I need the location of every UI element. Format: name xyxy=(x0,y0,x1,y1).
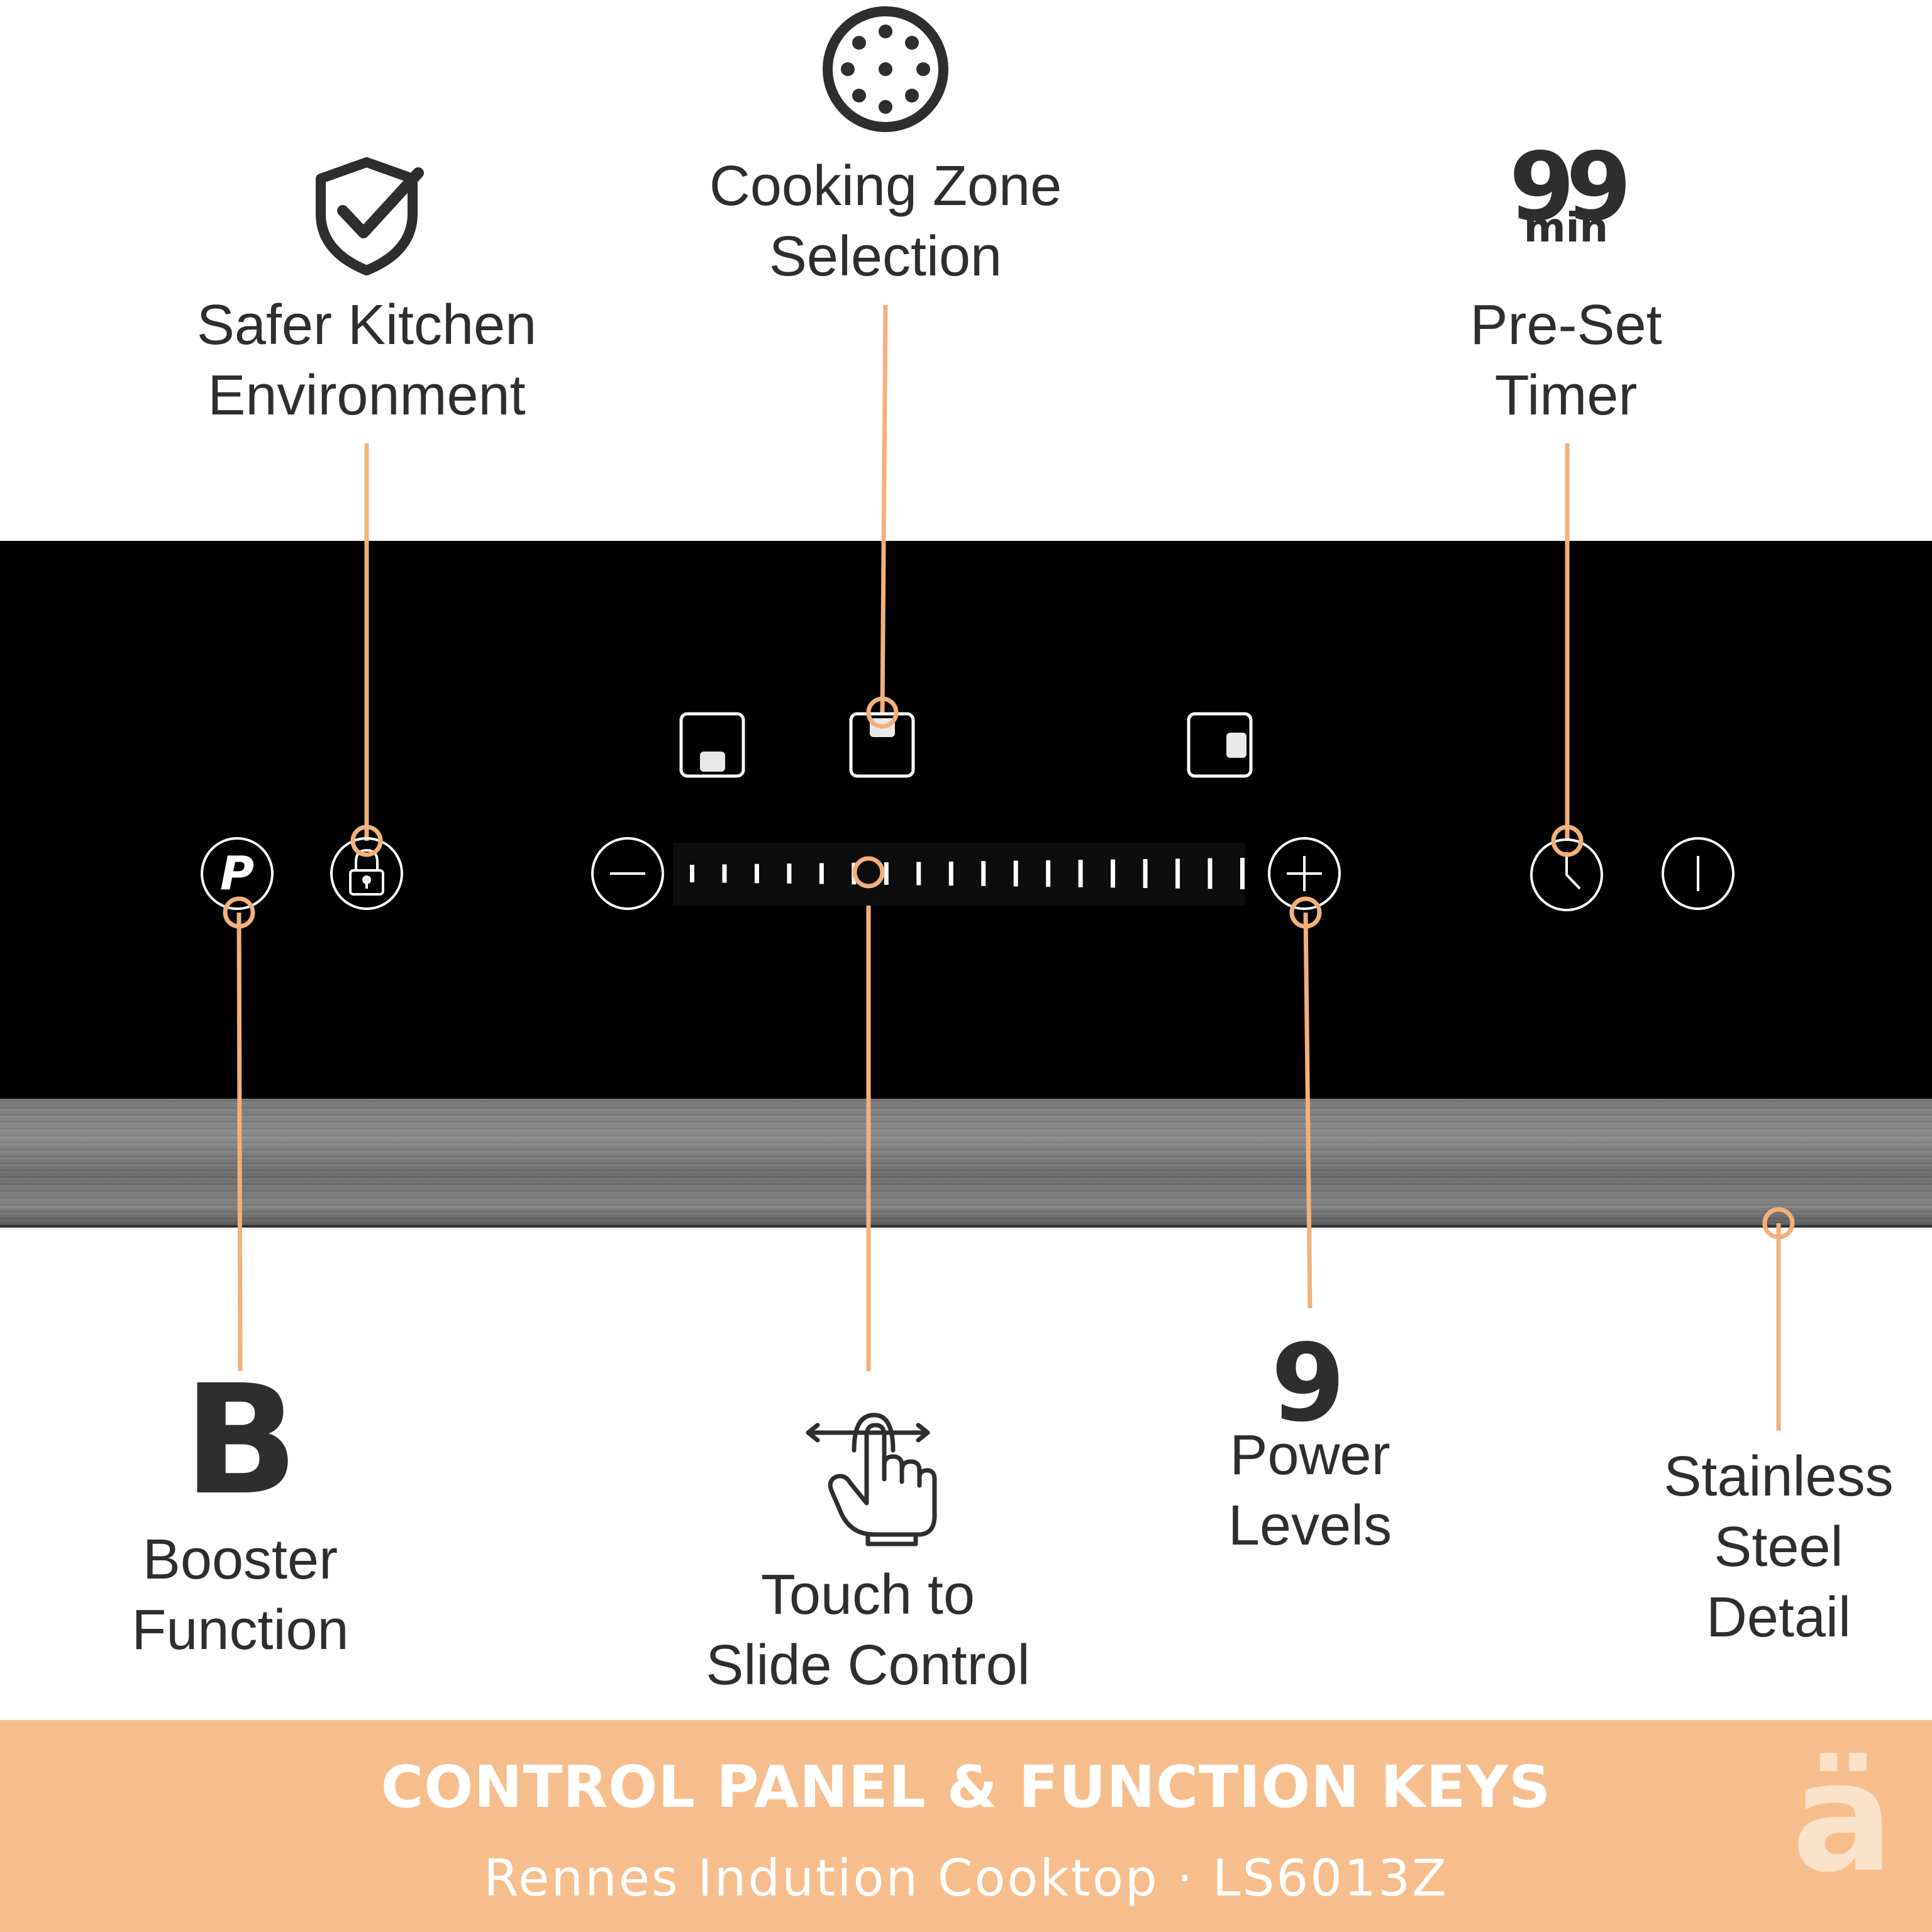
booster-label: Booster Function xyxy=(131,1528,349,1662)
slider-tick xyxy=(1240,858,1245,889)
footer-title: CONTROL PANEL & FUNCTION KEYS xyxy=(380,1753,1552,1821)
booster-key[interactable]: P xyxy=(201,837,274,910)
stainless-label: Stainless Steel Detail xyxy=(1663,1445,1894,1649)
lock-key[interactable] xyxy=(330,837,403,910)
timer-badge: 99 min xyxy=(1503,133,1632,252)
booster-key-label: P xyxy=(220,847,254,901)
slider-tick xyxy=(916,862,921,886)
slider-tick xyxy=(981,861,986,886)
power-slider[interactable] xyxy=(673,843,1245,906)
cooking-zone-icon xyxy=(823,6,948,132)
footer-subtitle: Rennes Indution Cooktop · LS6013Z xyxy=(484,1849,1448,1907)
zone-right-icon xyxy=(1226,733,1246,758)
slider-tick xyxy=(819,863,824,884)
clock-icon xyxy=(1565,852,1581,890)
touch-slide-icon xyxy=(806,1413,937,1546)
zone-key-right[interactable] xyxy=(1187,712,1253,778)
callout-rings xyxy=(223,696,1795,1240)
lock-icon xyxy=(349,848,384,896)
booster-badge: B xyxy=(183,1352,299,1528)
zone-key-front[interactable] xyxy=(849,712,915,778)
slider-tick xyxy=(1078,860,1083,887)
zone-key-front-left[interactable] xyxy=(679,712,745,778)
plus-key[interactable] xyxy=(1268,837,1341,910)
timer-label: Pre-Set Timer xyxy=(1470,294,1662,427)
power-key[interactable] xyxy=(1662,837,1735,910)
glass-control-panel xyxy=(0,541,1932,1099)
stainless-steel-strip xyxy=(0,1099,1932,1228)
power-levels-label: Power Levels xyxy=(1228,1424,1392,1557)
slider-tick xyxy=(1208,858,1213,889)
slider-tick xyxy=(1143,858,1148,889)
timer-badge-number: 99 xyxy=(1509,133,1632,242)
slider-tick xyxy=(1111,859,1116,888)
zone-front-left-icon xyxy=(700,752,725,772)
slider-tick xyxy=(884,862,889,885)
slider-tick xyxy=(1175,858,1180,889)
slider-tick xyxy=(690,865,694,882)
timer-badge-unit: min xyxy=(1523,205,1609,252)
shield-check-icon xyxy=(316,157,424,275)
slider-tick xyxy=(948,861,953,886)
minus-key[interactable] xyxy=(591,837,664,910)
plus-icon xyxy=(1287,856,1322,891)
timer-key[interactable] xyxy=(1530,838,1603,911)
footer-banner xyxy=(0,1720,1932,1932)
safer-kitchen-label: Safer Kitchen Environment xyxy=(196,294,537,427)
slider-tick xyxy=(1013,860,1018,887)
slider-tick xyxy=(1046,860,1051,887)
callout-lines xyxy=(236,304,1781,1431)
slider-tick xyxy=(754,863,759,884)
slider-tick xyxy=(787,863,792,884)
slider-tick xyxy=(722,864,727,883)
cooking-zone-label: Cooking Zone Selection xyxy=(709,155,1062,288)
power-levels-badge: 9 xyxy=(1270,1321,1346,1446)
brand-logo: ä xyxy=(1792,1729,1894,1906)
slide-control-label: Touch to Slide Control xyxy=(706,1563,1030,1697)
